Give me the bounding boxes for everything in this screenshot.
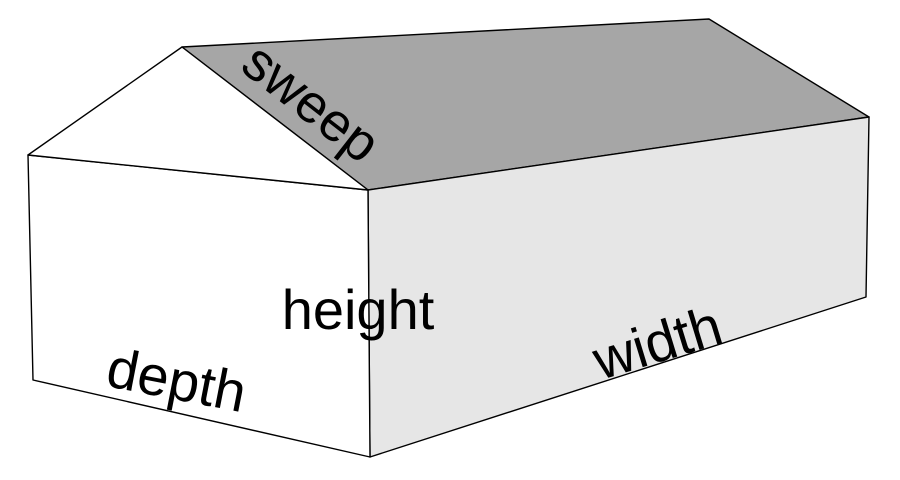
height-label: height: [282, 278, 435, 341]
gable-face: [27, 46, 369, 191]
